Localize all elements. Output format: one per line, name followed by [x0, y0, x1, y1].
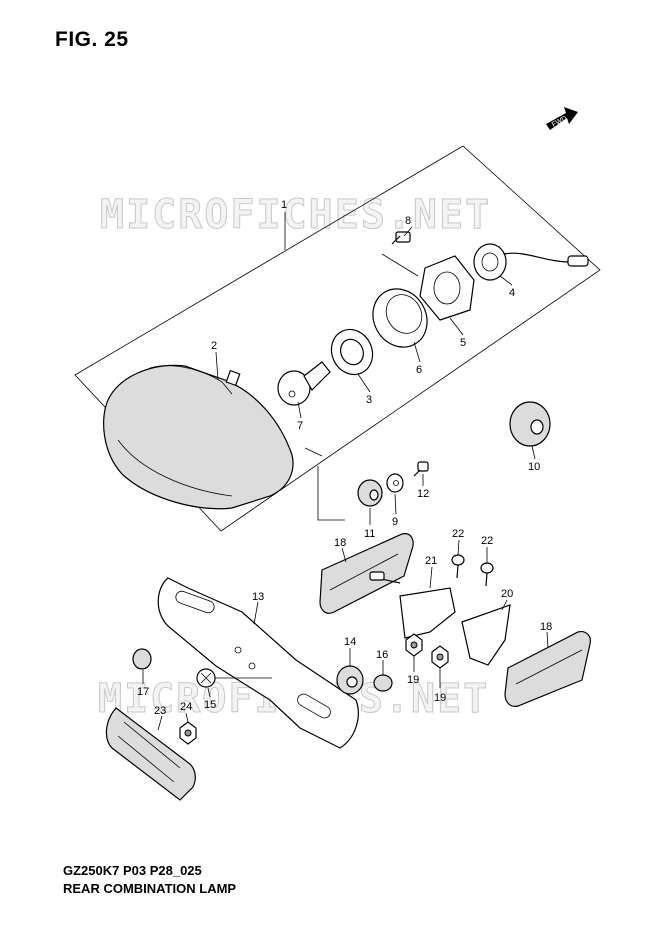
callout-4: 4 — [509, 287, 515, 299]
part-24-nut — [179, 721, 197, 745]
part-9-washer — [386, 473, 404, 493]
watermark-top: MICROFICHES.NET — [100, 192, 491, 238]
callout-22-right: 22 — [481, 535, 493, 547]
figure-title: FIG. 25 — [55, 28, 129, 51]
callout-20: 20 — [501, 588, 513, 600]
part-8-screw — [391, 231, 411, 245]
part-2-lens-housing — [103, 364, 294, 510]
callout-7: 7 — [297, 420, 303, 432]
callout-18-left: 18 — [334, 537, 346, 549]
callout-21: 21 — [425, 555, 437, 567]
part-15-plug — [196, 668, 272, 688]
callout-6: 6 — [416, 364, 422, 376]
part-7-bulb — [277, 361, 331, 406]
callout-23: 23 — [154, 705, 166, 717]
callout-24: 24 — [180, 701, 192, 713]
callout-1: 1 — [281, 199, 287, 211]
part-19-nut-left — [405, 633, 423, 657]
callout-14: 14 — [344, 636, 356, 648]
callout-5: 5 — [460, 337, 466, 349]
leader-lines — [142, 212, 549, 731]
callout-17: 17 — [137, 686, 149, 698]
callout-12: 12 — [417, 488, 429, 500]
part-18-side-reflector-left — [319, 533, 414, 614]
part-5-plate — [419, 255, 475, 321]
part-22-screw-left — [451, 554, 465, 579]
part-19-nut-right — [431, 645, 449, 669]
callout-19-left: 19 — [407, 674, 419, 686]
part-12-screw — [413, 461, 429, 477]
part-17-cap — [132, 648, 152, 670]
model-code: GZ250K7 P03 P28_025 — [63, 863, 202, 878]
callout-22-left: 22 — [452, 528, 464, 540]
forward-arrow-label: FWD — [551, 115, 568, 129]
callout-16: 16 — [376, 649, 388, 661]
callout-13: 13 — [252, 591, 264, 603]
part-callouts: 1 2 3 4 5 6 7 8 9 10 11 12 13 14 15 16 1… — [137, 199, 552, 717]
forward-arrow-icon: FWD — [546, 107, 578, 130]
callout-15: 15 — [204, 699, 216, 711]
callout-19-right: 19 — [434, 692, 446, 704]
callout-2: 2 — [211, 340, 217, 352]
part-16-collar — [373, 674, 393, 692]
part-22-screw-right — [480, 562, 494, 587]
part-10-grommet — [509, 401, 551, 447]
callout-18-right: 18 — [540, 621, 552, 633]
part-23-rear-reflector — [105, 707, 196, 801]
part-11-rubber-mount — [357, 479, 383, 507]
part-13-license-bracket — [157, 577, 359, 749]
part-18-side-reflector-right — [504, 631, 591, 707]
part-4-connector — [473, 243, 589, 281]
callout-11: 11 — [364, 528, 375, 540]
figure-name: REAR COMBINATION LAMP — [63, 881, 237, 896]
callout-3: 3 — [366, 394, 372, 406]
part-14-grommet — [336, 665, 364, 695]
part-3-socket-ring — [330, 328, 374, 376]
part-20-bracket — [461, 604, 511, 666]
callout-9: 9 — [392, 516, 398, 528]
callout-10: 10 — [528, 461, 540, 473]
part-21-bracket — [369, 571, 456, 639]
callout-8: 8 — [405, 215, 411, 227]
